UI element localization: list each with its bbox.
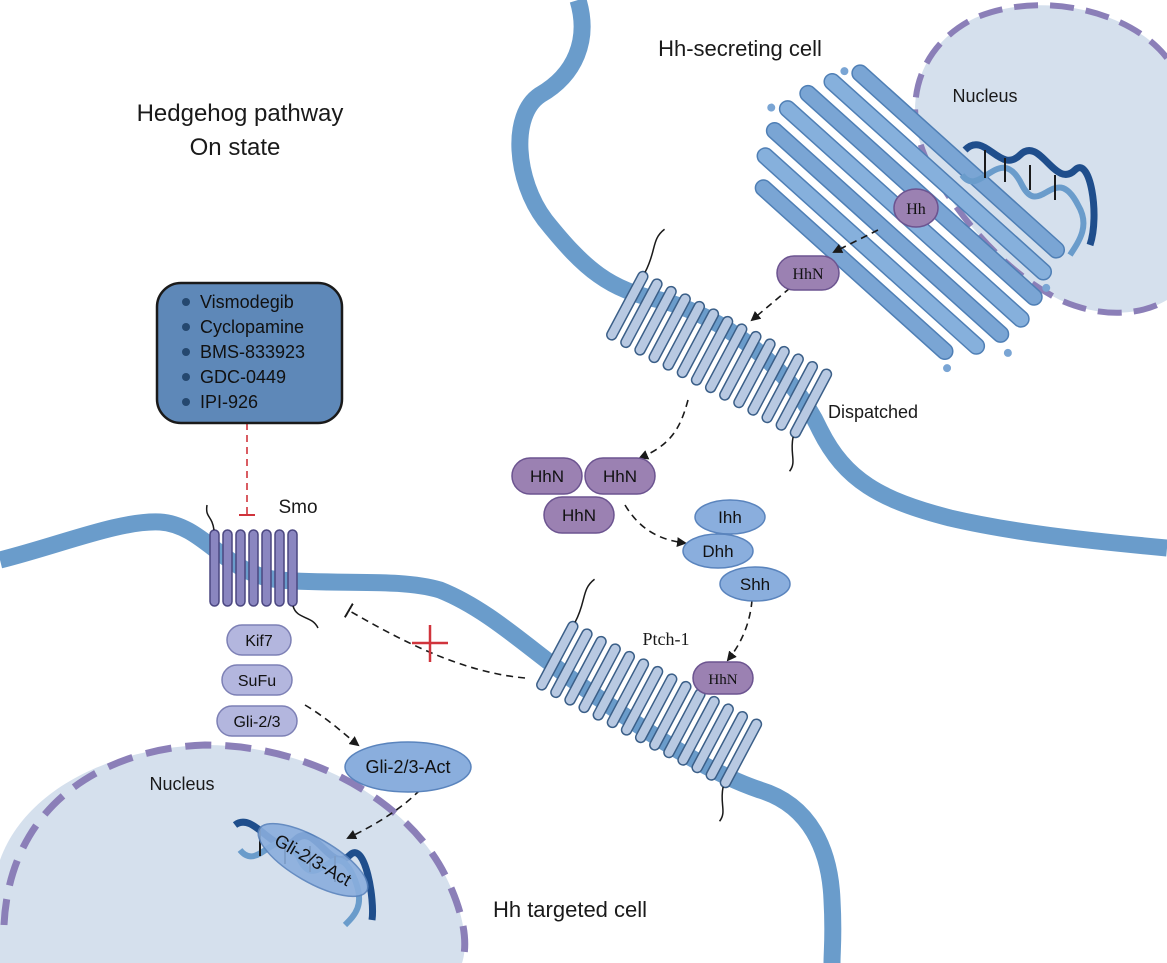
secreting-cell-label: Hh-secreting cell: [658, 36, 822, 61]
arrow-hhn-to-dispatched: [750, 287, 791, 322]
bottom-nucleus-body: [0, 745, 465, 963]
inhibitor-item: Cyclopamine: [200, 317, 304, 337]
hhn-pill-cluster-3: HhN: [543, 496, 615, 534]
hhn-pill-label: HhN: [562, 506, 596, 525]
ihh-pill: Ihh: [694, 499, 766, 535]
hhn-pill-cluster-2: HhN: [584, 457, 656, 495]
ptch1-label: Ptch-1: [643, 629, 690, 649]
dispatched-label: Dispatched: [828, 402, 918, 422]
top-dna-helix: [959, 141, 1098, 257]
hhn-pill-label: HhN: [792, 266, 824, 283]
bottom-nucleus: [0, 741, 469, 963]
hhn-pill-label: HhN: [603, 467, 637, 486]
pathway-arrows: [304, 229, 879, 840]
hh-pill: Hh: [893, 188, 939, 228]
sufu-pill: SuFu: [221, 664, 293, 696]
inhibitor-item: IPI-926: [200, 392, 258, 412]
gli-act-pill-label: Gli-2/3-Act: [365, 757, 450, 777]
inhibition-ptch-to-smo: [344, 603, 526, 679]
smo-receptor: [205, 504, 319, 629]
bullet-icon: [182, 298, 190, 306]
bullet-icon: [182, 373, 190, 381]
inhibitor-box: Vismodegib Cyclopamine BMS-833923 GDC-04…: [155, 281, 344, 425]
title-line2: On state: [190, 134, 281, 161]
kif7-pill: Kif7: [226, 624, 292, 656]
arrow-hhn-cluster-to-ligands: [624, 504, 687, 548]
title-line1: Hedgehog pathway: [137, 100, 344, 127]
dhh-pill-label: Dhh: [702, 542, 733, 561]
inhibitor-item: BMS-833923: [200, 342, 305, 362]
bullet-icon: [182, 348, 190, 356]
arrow-gli-act-to-nucleus: [346, 789, 421, 840]
arrow-gli-to-gli-act: [304, 704, 360, 747]
dhh-pill: Dhh: [682, 533, 754, 569]
arrow-hh-to-hhn: [832, 229, 879, 253]
gli-act-pill: Gli-2/3-Act: [344, 741, 472, 793]
arrow-shh-to-hhn: [726, 599, 753, 662]
targeted-cell-label: Hh targeted cell: [493, 897, 647, 922]
gli23-pill: Gli-2/3: [216, 705, 298, 737]
arrow-dispatched-to-hhn-cluster: [638, 399, 689, 460]
ptch1-receptor: [536, 578, 763, 822]
smo-label: Smo: [278, 497, 317, 518]
bullet-icon: [182, 323, 190, 331]
top-nucleus-label: Nucleus: [952, 86, 1017, 106]
hhn-pill-top: HhN: [776, 255, 840, 291]
bottom-nucleus-label: Nucleus: [149, 774, 214, 794]
gli23-pill-label: Gli-2/3: [233, 714, 280, 731]
targeted-cell-membrane: [0, 513, 842, 963]
inhibitor-item: Vismodegib: [200, 292, 294, 312]
hhn-pill-cluster-1: HhN: [511, 457, 583, 495]
inhibitor-item: GDC-0449: [200, 367, 286, 387]
shh-pill: Shh: [719, 566, 791, 602]
blocked-cross-icon: [412, 625, 448, 662]
shh-pill-label: Shh: [740, 575, 770, 594]
hhn-pill-label: HhN: [530, 467, 564, 486]
kif7-pill-label: Kif7: [245, 633, 273, 650]
hhn-pill-ptch: HhN: [692, 661, 754, 695]
ihh-pill-label: Ihh: [718, 508, 742, 527]
bullet-icon: [182, 398, 190, 406]
bottom-nucleus-envelope: [0, 741, 469, 963]
dispatched-receptor: [606, 228, 833, 472]
sufu-pill-label: SuFu: [238, 673, 276, 690]
hh-pill-label: Hh: [906, 201, 926, 218]
hhn-pill-label: HhN: [708, 672, 737, 688]
